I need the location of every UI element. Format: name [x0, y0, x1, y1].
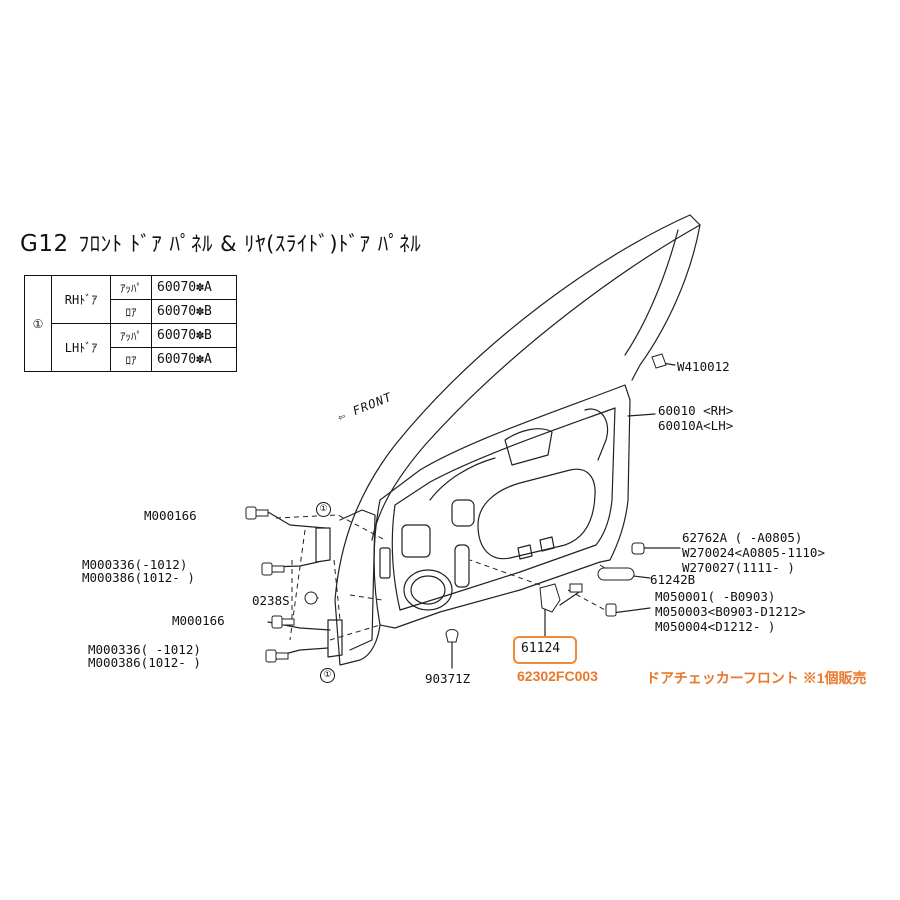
callout-w410012: W410012	[677, 359, 730, 374]
callout-m000336-lower: M000336( -1012)	[88, 642, 201, 657]
61242b-pad	[597, 567, 635, 581]
62762a-plug	[631, 542, 645, 555]
hinge-circle-marker-lower: ①	[320, 668, 335, 683]
callout-60010a: 60010A<LH>	[658, 418, 734, 433]
callout-90371z: 90371Z	[425, 671, 471, 686]
callout-m050004: M050004<D1212- )	[655, 619, 776, 634]
door-frame-outline	[334, 214, 691, 666]
hinge-circle-marker-upper: ①	[316, 502, 331, 517]
door-hinge-edge	[339, 509, 376, 651]
highlight-box	[513, 636, 577, 664]
callout-m000336-upper: M000336(-1012)	[82, 557, 188, 572]
callout-m000386-lower: M000386(1012- )	[88, 655, 201, 670]
0238s-nut	[304, 591, 318, 605]
legend-part: 60070✽A	[151, 275, 237, 300]
diagram-title: G12 ﾌﾛﾝﾄ ﾄﾞｱ ﾊﾟﾈﾙ & ﾘﾔ(ｽﾗｲﾄﾞ)ﾄﾞｱ ﾊﾟﾈﾙ	[20, 228, 421, 258]
door-service-hole	[477, 468, 596, 560]
door-frame-inner	[371, 224, 701, 541]
m000166-bolt-lower	[271, 615, 283, 629]
upper-hinge	[315, 527, 331, 563]
legend-part: 60070✽B	[151, 299, 237, 324]
w410012-clip	[651, 353, 667, 369]
legend-part: 60070✽A	[151, 347, 237, 372]
m050001-bolt	[605, 603, 617, 617]
callout-61124: 61124	[521, 641, 561, 656]
door-panel-body	[373, 384, 631, 629]
m000166-bolt-upper	[245, 506, 257, 520]
highlight-description: ドアチェッカーフロント ※1個販売	[646, 670, 867, 686]
callout-w270024: W270024<A0805-1110>	[682, 545, 825, 560]
callout-m050001: M050001( -B0903)	[655, 589, 776, 604]
callout-m000166-upper: M000166	[144, 508, 197, 523]
m000336-bolt-upper	[261, 562, 273, 576]
door-speaker-hole	[403, 569, 453, 611]
callout-0238s: 0238S	[252, 593, 290, 608]
door-sash-rear-inner	[624, 229, 679, 356]
legend-pos: ﾛｱ	[110, 347, 152, 372]
door-sash-rear	[631, 214, 701, 381]
legend-door-lh: LHﾄﾞｱ	[51, 323, 111, 372]
legend-table: ① RHﾄﾞｱ ｱｯﾊﾟ 60070✽A ﾛｱ 60070✽B LHﾄﾞｱ ｱｯ…	[24, 275, 237, 372]
section-code: G12	[20, 231, 69, 257]
90371z-plug	[445, 629, 459, 643]
callout-m050003: M050003<B0903-D1212>	[655, 604, 806, 619]
callout-61242b: 61242B	[650, 572, 696, 587]
door-panel-inner	[391, 407, 616, 611]
callout-m000166-lower: M000166	[172, 613, 225, 628]
section-title: ﾌﾛﾝﾄ ﾄﾞｱ ﾊﾟﾈﾙ & ﾘﾔ(ｽﾗｲﾄﾞ)ﾄﾞｱ ﾊﾟﾈﾙ	[78, 232, 422, 256]
callout-m000386-upper: M000386(1012- )	[82, 570, 195, 585]
callout-62762a: 62762A ( -A0805)	[682, 530, 803, 545]
m000336-bolt-lower	[265, 649, 277, 663]
highlight-part-number: 62302FC003	[517, 668, 598, 684]
61124-checker	[539, 583, 561, 613]
callout-w270027: W270027(1111- )	[682, 560, 795, 575]
callout-60010: 60010 <RH>	[658, 403, 734, 418]
lower-hinge	[327, 619, 343, 658]
